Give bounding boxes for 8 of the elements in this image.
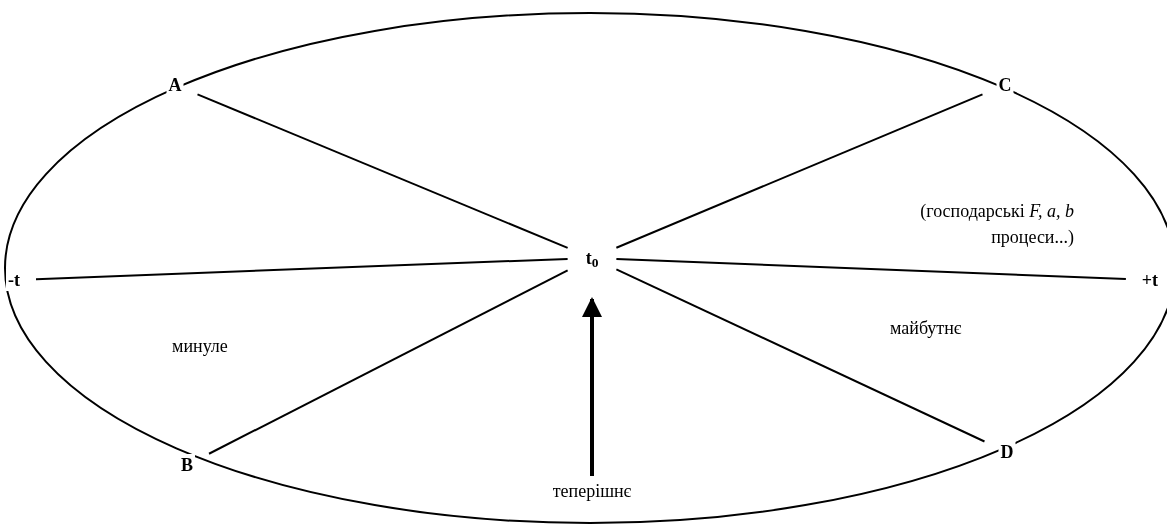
arrow: [582, 297, 602, 476]
connector-line: [615, 93, 984, 249]
connector-line: [615, 257, 1127, 281]
node-label: -t: [6, 269, 22, 291]
connector-line: [208, 269, 569, 455]
connector-line: [35, 257, 569, 281]
connector-line: [196, 93, 569, 249]
connector-line: [615, 268, 986, 443]
